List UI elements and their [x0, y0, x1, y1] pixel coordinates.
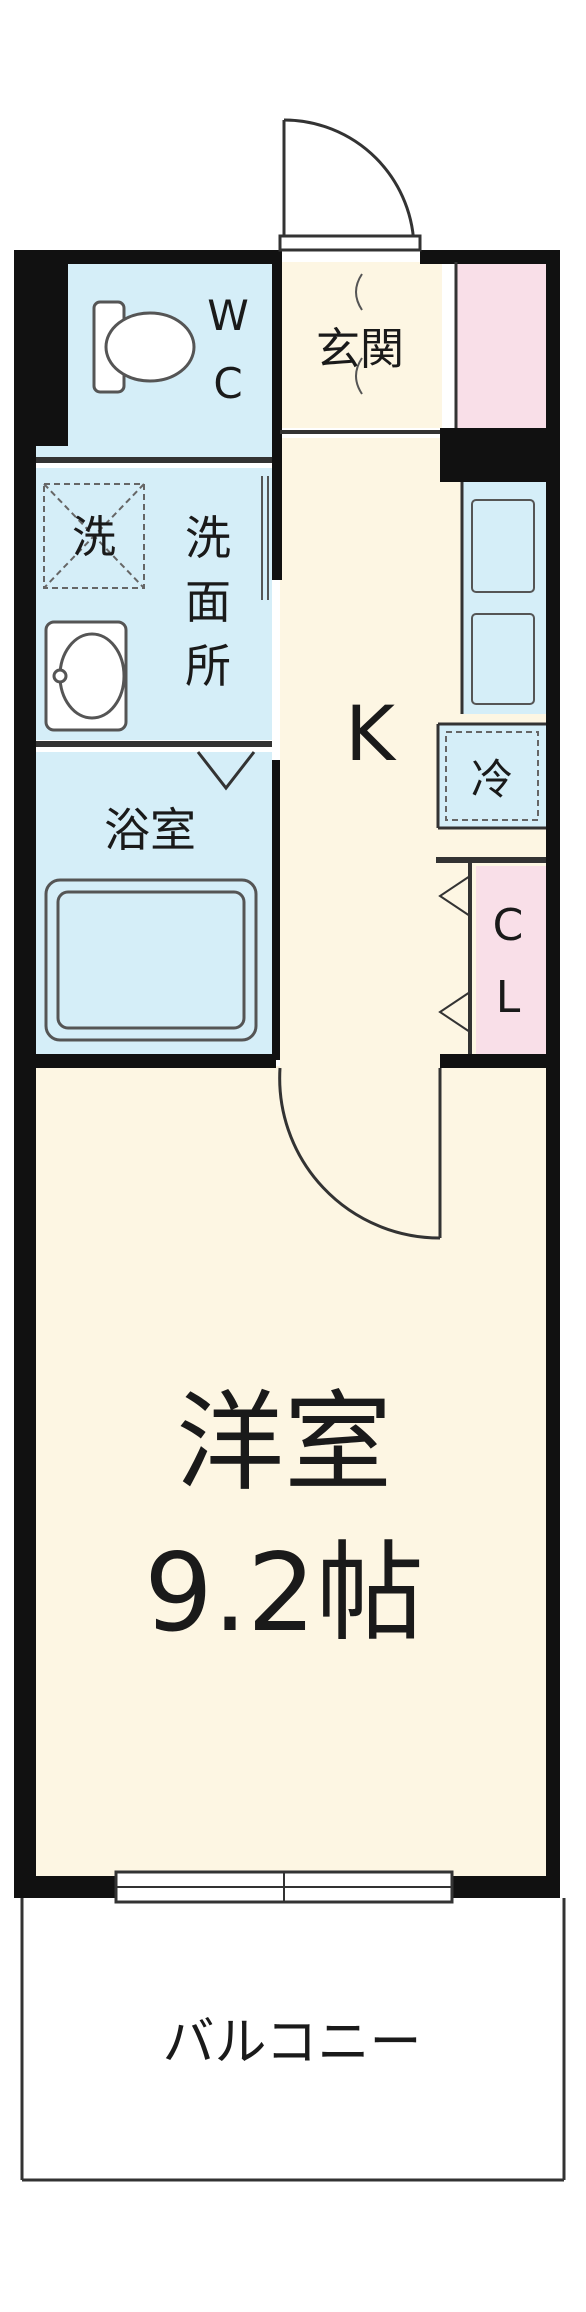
washroom-label-1: 洗 — [185, 511, 231, 565]
western-room-floor — [36, 1066, 556, 1876]
fridge-outline — [445, 731, 539, 821]
bathroom-label: 浴室 — [104, 803, 196, 857]
kitchen-label: K — [345, 689, 397, 778]
washroom-label-3: 所 — [185, 639, 231, 693]
wc-label-c: C — [213, 359, 242, 408]
closet-label-c: C — [493, 900, 524, 951]
western-room-size: 9.2帖 — [144, 1531, 424, 1656]
wc-label-w: W — [207, 291, 249, 340]
bathroom-door — [196, 751, 256, 791]
balcony-window — [114, 1870, 454, 1904]
kitchen-door-arcs — [355, 273, 363, 395]
closet-doors — [438, 875, 471, 1033]
washbasin-icon — [44, 620, 128, 732]
washer-space — [43, 483, 145, 589]
kitchen-counter — [462, 482, 546, 714]
closet-floor — [476, 866, 546, 1054]
entrance-label: 玄関 — [316, 324, 404, 375]
entrance-floor — [280, 262, 442, 428]
balcony-label: バルコニー — [163, 2013, 422, 2073]
kitchen-sink — [471, 499, 535, 705]
washroom-label-2: 面 — [185, 575, 231, 629]
western-room-door — [278, 1052, 442, 1240]
entrance-door — [278, 118, 422, 252]
toilet-icon — [92, 300, 196, 394]
fridge-space — [438, 724, 546, 828]
bathtub-icon — [44, 878, 258, 1042]
closet-label-l: L — [496, 972, 521, 1023]
washroom-door — [261, 476, 269, 600]
balcony-outline — [20, 1898, 566, 2182]
shoe-cabinet — [456, 262, 546, 428]
interior-lines — [36, 262, 546, 1054]
fridge-label: 冷 — [471, 755, 513, 804]
balcony-floor — [22, 1900, 564, 2180]
washer-label: 洗 — [72, 512, 116, 563]
western-room-name: 洋室 — [176, 1381, 392, 1506]
